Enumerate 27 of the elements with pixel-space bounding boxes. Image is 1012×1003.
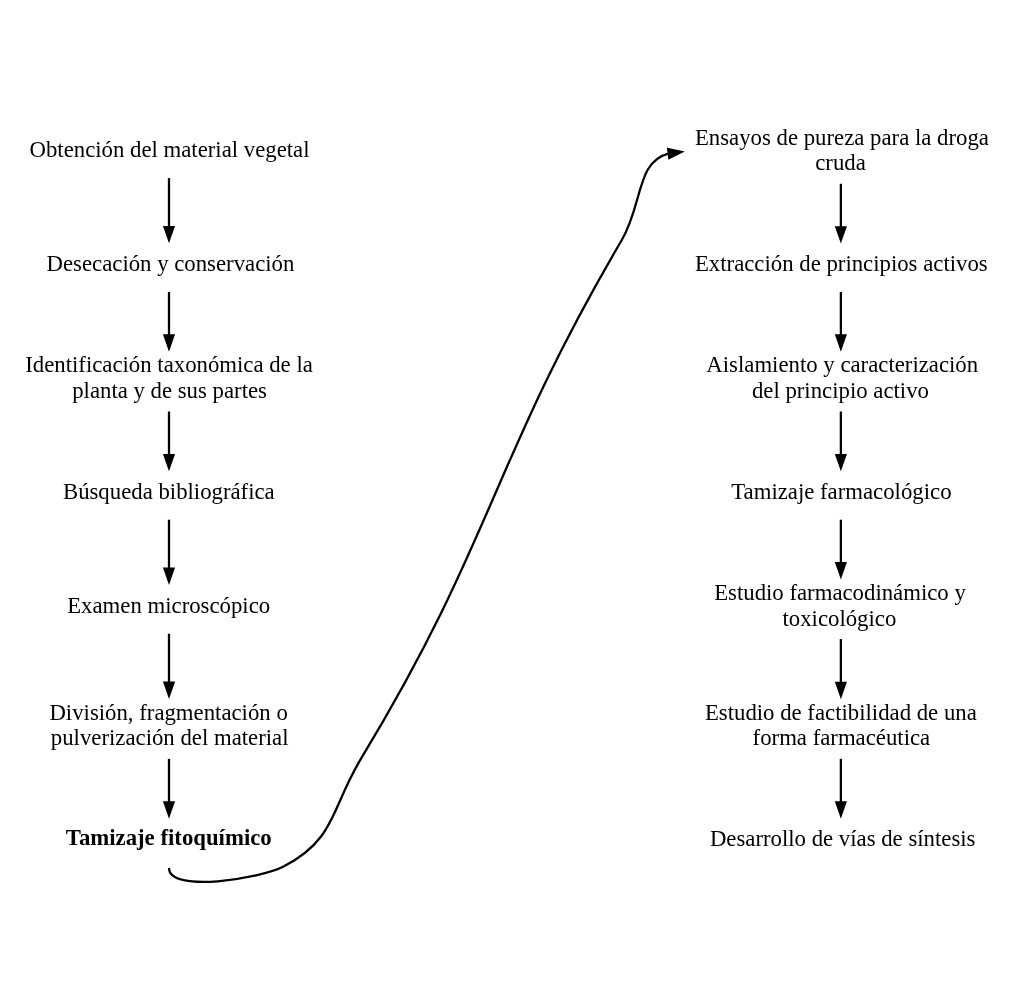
arrow bbox=[834, 639, 847, 700]
node-text: Obtención del material vegetal bbox=[29, 137, 310, 163]
node-text: Aislamiento y caracterización del principio activo bbox=[706, 352, 979, 403]
node-text: Examen microscópico bbox=[67, 592, 271, 618]
node-text: Tamizaje fitoquímico bbox=[65, 824, 272, 850]
node-text: Identificación taxonómica de la planta y de sus partes bbox=[25, 352, 313, 403]
arrow bbox=[162, 411, 176, 472]
node-text: Tamizaje farmacológico bbox=[731, 479, 952, 505]
arrow bbox=[162, 519, 176, 585]
arrow bbox=[834, 411, 847, 472]
node-text: Búsqueda bibliográfica bbox=[62, 479, 275, 505]
arrow bbox=[834, 183, 847, 244]
node-text: Extracción de principios activos bbox=[694, 251, 988, 277]
arrow bbox=[162, 633, 176, 699]
arrow bbox=[168, 147, 685, 883]
node-text: Desecación y conservación bbox=[46, 251, 295, 277]
node-text: División, fragmentación o pulverización del material bbox=[49, 699, 289, 751]
arrow bbox=[162, 758, 176, 819]
arrow bbox=[834, 519, 847, 580]
arrow bbox=[162, 178, 176, 244]
arrow bbox=[834, 291, 847, 352]
arrow bbox=[834, 758, 847, 819]
node-text: Desarrollo de vías de síntesis bbox=[709, 826, 976, 852]
node-text: Estudio farmacodinámico y toxicológico bbox=[714, 580, 966, 631]
node-text: Estudio de factibilidad de una forma farmacéutica bbox=[704, 699, 977, 751]
node-text: Ensayos de pureza para la droga cruda bbox=[694, 124, 989, 176]
arrow bbox=[162, 291, 176, 352]
